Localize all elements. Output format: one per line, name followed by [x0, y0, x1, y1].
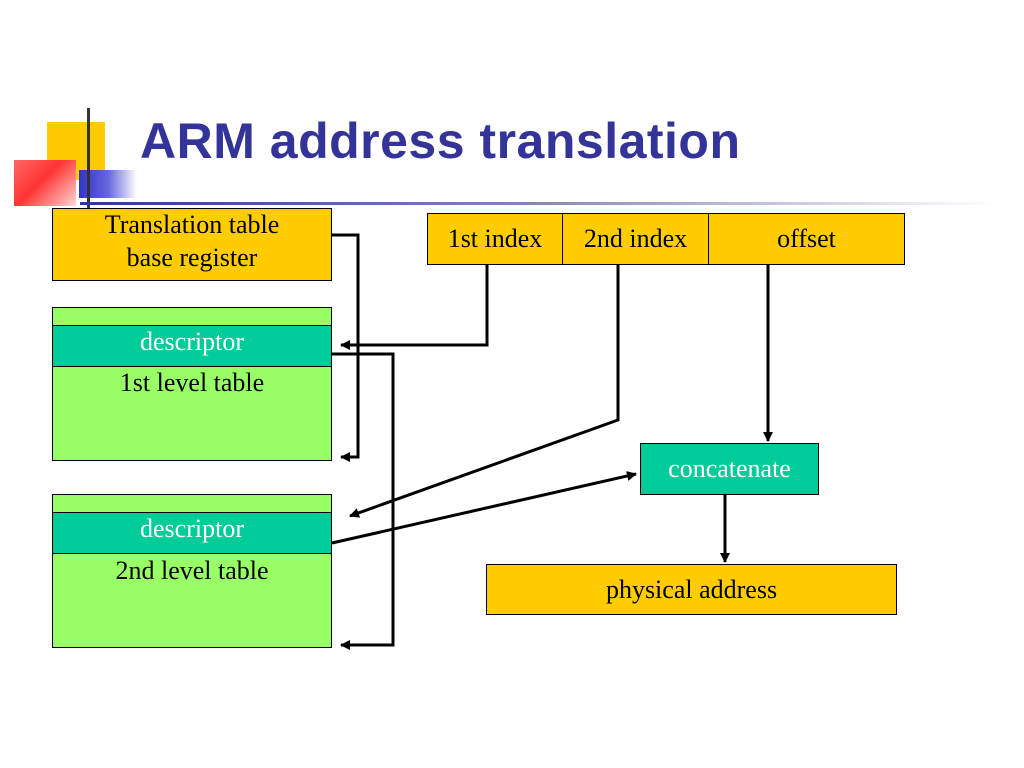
- arrow-first-index-to-l1-descriptor: [340, 265, 489, 350]
- first-level-descriptor: descriptor: [52, 325, 332, 367]
- va-first-index-field: 1st index: [427, 213, 563, 265]
- translation-table-base-register: Translation table base register: [52, 208, 332, 281]
- arrow-second-index-to-l2-descriptor: [349, 265, 620, 518]
- first-level-table-label: 1st level table: [119, 368, 265, 397]
- ttbr-label-line1: Translation table: [104, 210, 280, 239]
- arrow-l1-descriptor-to-l2-table: [332, 352, 395, 650]
- va-second-index-field: 2nd index: [562, 213, 709, 265]
- second-level-table-label: 2nd level table: [115, 556, 269, 585]
- decor-red-square: [14, 160, 76, 206]
- second-level-descriptor: descriptor: [52, 512, 332, 554]
- slide-title: ARM address translation: [140, 113, 741, 169]
- decor-vertical-line: [87, 108, 90, 208]
- ttbr-label-line2: base register: [126, 242, 258, 272]
- title-underline: [80, 202, 1000, 205]
- arrow-l2-descriptor-to-concatenate: [331, 471, 637, 545]
- physical-address-box: physical address: [486, 564, 897, 615]
- concatenate-box: concatenate: [640, 443, 819, 495]
- va-offset-field: offset: [708, 213, 905, 265]
